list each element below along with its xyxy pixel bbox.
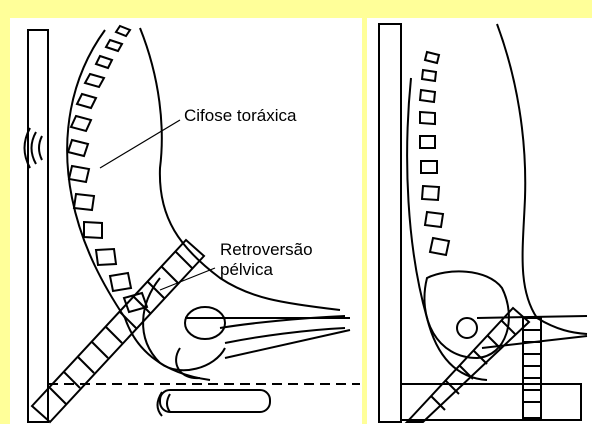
slumped-posture-illustration xyxy=(10,18,362,424)
right-illustration-panel xyxy=(367,18,592,424)
backrest-board-right xyxy=(379,24,401,422)
ilium xyxy=(143,278,225,370)
label-thoracic-kyphosis: Cifose toráxica xyxy=(184,106,296,125)
corrected-posture-illustration xyxy=(367,18,592,424)
label-pelvic-retroversion-line1: Retroversão xyxy=(220,240,313,259)
spine-vertebrae-right xyxy=(420,52,449,255)
femur xyxy=(220,316,345,343)
leader-pelvic-retroversion xyxy=(160,268,215,290)
seat-cushion xyxy=(160,390,270,412)
backrest-board xyxy=(28,30,48,422)
pressure-mark-back xyxy=(39,136,42,160)
label-pelvic-retroversion-line2: pélvica xyxy=(220,260,273,279)
front-contour-right xyxy=(497,24,587,334)
vertical-ruler-block xyxy=(523,318,541,418)
spine-vertebrae xyxy=(68,26,147,312)
thigh-bottom xyxy=(225,330,350,358)
femoral-head xyxy=(185,307,225,339)
slanted-support-board xyxy=(32,240,204,422)
seat-right xyxy=(401,384,581,420)
leader-thoracic-kyphosis xyxy=(100,120,180,168)
left-illustration-panel: Cifose toráxica Retroversão pélvica xyxy=(10,18,362,424)
femoral-head-right xyxy=(457,318,477,338)
slanted-support-right xyxy=(407,308,529,422)
